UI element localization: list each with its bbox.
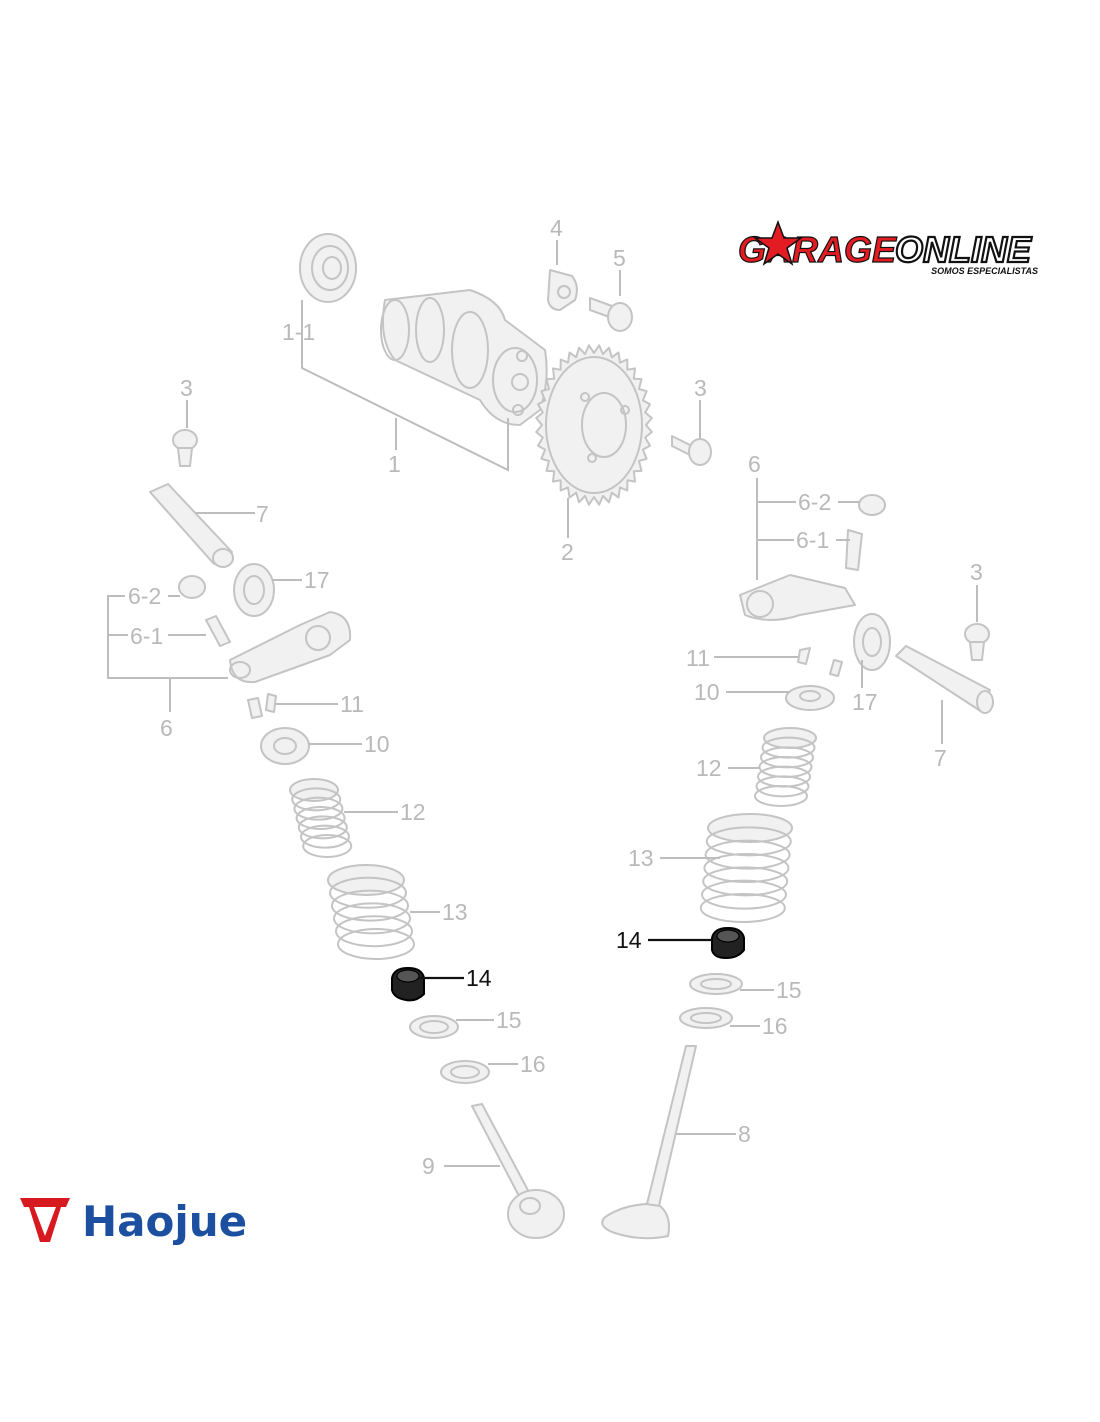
bolt-mid — [671, 435, 712, 466]
manufacturer-name: Haojue — [82, 1197, 247, 1246]
outer-spring-left — [327, 864, 415, 960]
callout-15-left: 15 — [496, 1007, 522, 1033]
valve-stem-seal-right — [711, 926, 745, 960]
dealer-tagline: SOMOS ESPECIALISTAS — [931, 266, 1038, 276]
intake-valve — [471, 1103, 565, 1239]
rocker-screw-right — [845, 529, 863, 571]
callout-6-2-left: 6-2 — [128, 583, 161, 609]
callout-6-2-right: 6-2 — [798, 489, 831, 515]
haojue-emblem-icon — [20, 1198, 70, 1242]
rocker-nut-right — [858, 494, 886, 516]
callout-12-right: 12 — [696, 755, 722, 781]
spring-retainer-left — [260, 727, 310, 765]
callout-7-right: 7 — [934, 745, 947, 771]
rocker-arm-left — [229, 611, 352, 684]
cotter-right-b — [829, 659, 843, 677]
callout-labels: 1-1 1 2 4 5 3 3 3 7 7 17 17 6-2 6-1 6 6 … — [128, 215, 983, 1179]
callout-3-left: 3 — [180, 375, 193, 401]
valve-stem-seal-left — [391, 966, 425, 1002]
callout-11-right: 11 — [686, 645, 710, 671]
rocker-screw-left — [205, 615, 231, 647]
shim-right — [679, 1007, 733, 1029]
callout-8: 8 — [738, 1121, 751, 1147]
star-icon — [752, 219, 804, 266]
spring-seat-left — [409, 1015, 459, 1039]
cotter-left — [247, 697, 263, 719]
callout-13-right: 13 — [628, 845, 654, 871]
cotter-right — [797, 647, 811, 665]
callout-13-left: 13 — [442, 899, 468, 925]
bolt-right — [964, 623, 990, 661]
shim-left — [440, 1060, 490, 1084]
rocker-arm-right — [739, 574, 856, 621]
outer-spring-right — [699, 813, 793, 923]
callout-9: 9 — [422, 1153, 435, 1179]
callout-6-left: 6 — [160, 715, 173, 741]
callout-15-right: 15 — [776, 977, 802, 1003]
callout-16-left: 16 — [520, 1051, 546, 1077]
callout-3-right: 3 — [970, 559, 983, 585]
callout-10-left: 10 — [364, 731, 390, 757]
callout-4: 4 — [550, 215, 563, 241]
rocker-shaft-right — [895, 645, 994, 714]
dealer-logo-text-online: ONLINE — [895, 229, 1032, 270]
camshaft — [380, 289, 548, 426]
callout-17-left: 17 — [304, 567, 330, 593]
callout-14-left: 14 — [466, 965, 492, 991]
callout-17-right: 17 — [852, 689, 878, 715]
rocker-shaft-left — [149, 483, 234, 568]
cotter-left-b — [265, 693, 277, 713]
rocker-nut-left — [178, 575, 206, 599]
bolt-left — [172, 429, 198, 467]
manufacturer-logo: Haojue — [20, 1197, 247, 1246]
dealer-logo: GARAGE ONLINE SOMOS ESPECIALISTAS — [737, 219, 1038, 276]
bearing — [299, 233, 357, 303]
exhaust-valve — [601, 1045, 697, 1240]
bolt — [589, 297, 633, 332]
callout-6-1-right: 6-1 — [796, 527, 829, 553]
callout-5: 5 — [613, 245, 626, 271]
callout-1-1: 1-1 — [282, 319, 315, 345]
callout-2: 2 — [561, 539, 574, 565]
inner-spring-left — [289, 778, 353, 858]
callout-7-left: 7 — [256, 501, 269, 527]
callout-3-mid: 3 — [694, 375, 707, 401]
callout-16-right: 16 — [762, 1013, 788, 1039]
callout-11-left: 11 — [340, 691, 364, 717]
washer-left — [233, 563, 275, 617]
leader-lines — [107, 240, 978, 1167]
lock-plate — [547, 269, 578, 311]
callout-10-right: 10 — [694, 679, 720, 705]
washer-right — [853, 613, 891, 671]
spring-seat-right — [689, 973, 743, 995]
callout-1: 1 — [388, 451, 401, 477]
callout-12-left: 12 — [400, 799, 426, 825]
callout-6-right: 6 — [748, 451, 761, 477]
cam-sprocket — [535, 344, 653, 506]
inner-spring-right — [754, 727, 817, 807]
callout-14-right: 14 — [616, 927, 642, 953]
callout-6-1-left: 6-1 — [130, 623, 163, 649]
dealer-logo-text-garage: GARAGE — [738, 229, 897, 270]
spring-retainer-right — [785, 685, 835, 711]
